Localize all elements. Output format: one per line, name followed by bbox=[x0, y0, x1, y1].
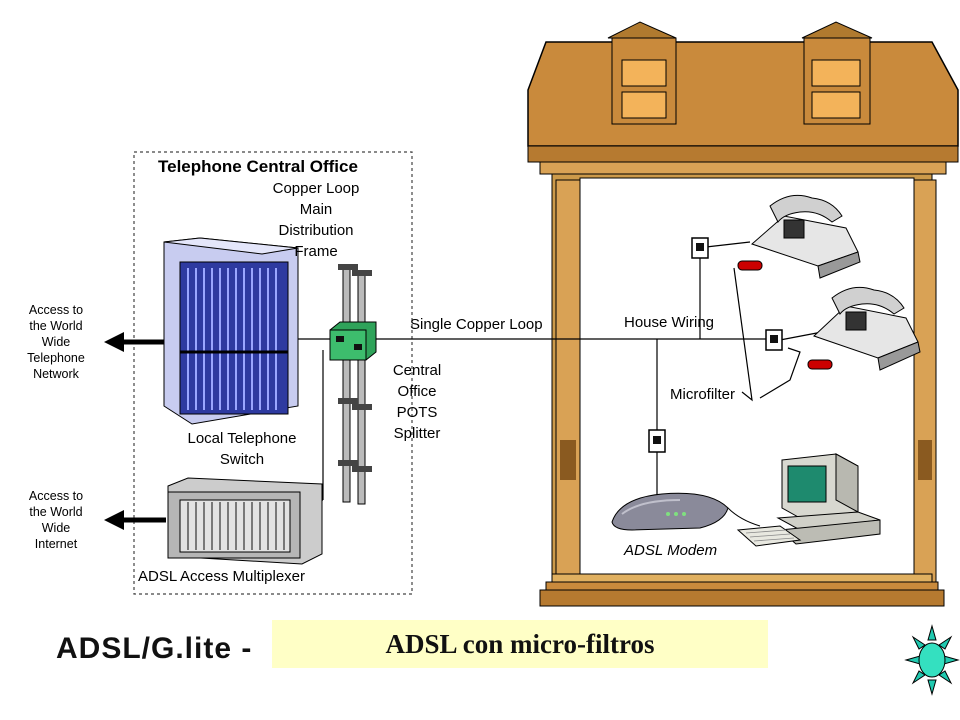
internet-label: Access to the World Wide Internet bbox=[28, 489, 84, 551]
left-arrow-icon bbox=[104, 332, 166, 352]
adsl-modem-label: ADSL Modem bbox=[624, 542, 718, 559]
wall-jack-icon bbox=[648, 429, 666, 453]
telephone-network-label: Access to the World Wide Telephone Netwo… bbox=[27, 303, 85, 381]
single-copper-loop-label: Single Copper Loop bbox=[410, 316, 543, 333]
central-office-title: Telephone Central Office bbox=[158, 157, 358, 176]
sun-icon bbox=[904, 624, 960, 696]
splitter-label: Central Office POTS Splitter bbox=[392, 362, 442, 442]
pots-splitter bbox=[329, 321, 377, 361]
wiring bbox=[296, 241, 823, 501]
wall-jack-icon bbox=[765, 329, 783, 351]
house-wiring-label: House Wiring bbox=[624, 314, 715, 331]
left-arrow-icon bbox=[104, 510, 166, 530]
dslam-label: ADSL Access Multiplexer bbox=[138, 568, 306, 585]
microfilter-label: Microfilter bbox=[670, 386, 736, 403]
dormer-left bbox=[607, 21, 677, 125]
telephone-icon bbox=[751, 194, 861, 279]
switch-label: Local Telephone Switch bbox=[187, 430, 297, 468]
caption-banner: ADSL con micro-filtros bbox=[272, 620, 768, 668]
central-office-boundary bbox=[133, 151, 413, 595]
local-telephone-switch bbox=[163, 237, 299, 425]
adsl-access-multiplexer bbox=[167, 477, 323, 565]
page-title: ADSL/G.lite - bbox=[56, 632, 253, 665]
main-distribution-frame bbox=[338, 264, 372, 505]
mdf-label: Copper Loop Main Distribution Frame bbox=[272, 180, 360, 260]
wall-jack-icon bbox=[691, 237, 709, 259]
computer-icon bbox=[727, 453, 881, 547]
microfilter-icon bbox=[737, 260, 763, 271]
modem-icon bbox=[611, 492, 729, 531]
dormer-right bbox=[801, 21, 873, 125]
microfilter-icon bbox=[807, 359, 833, 370]
telephone-icon bbox=[813, 286, 921, 371]
house bbox=[527, 21, 959, 607]
